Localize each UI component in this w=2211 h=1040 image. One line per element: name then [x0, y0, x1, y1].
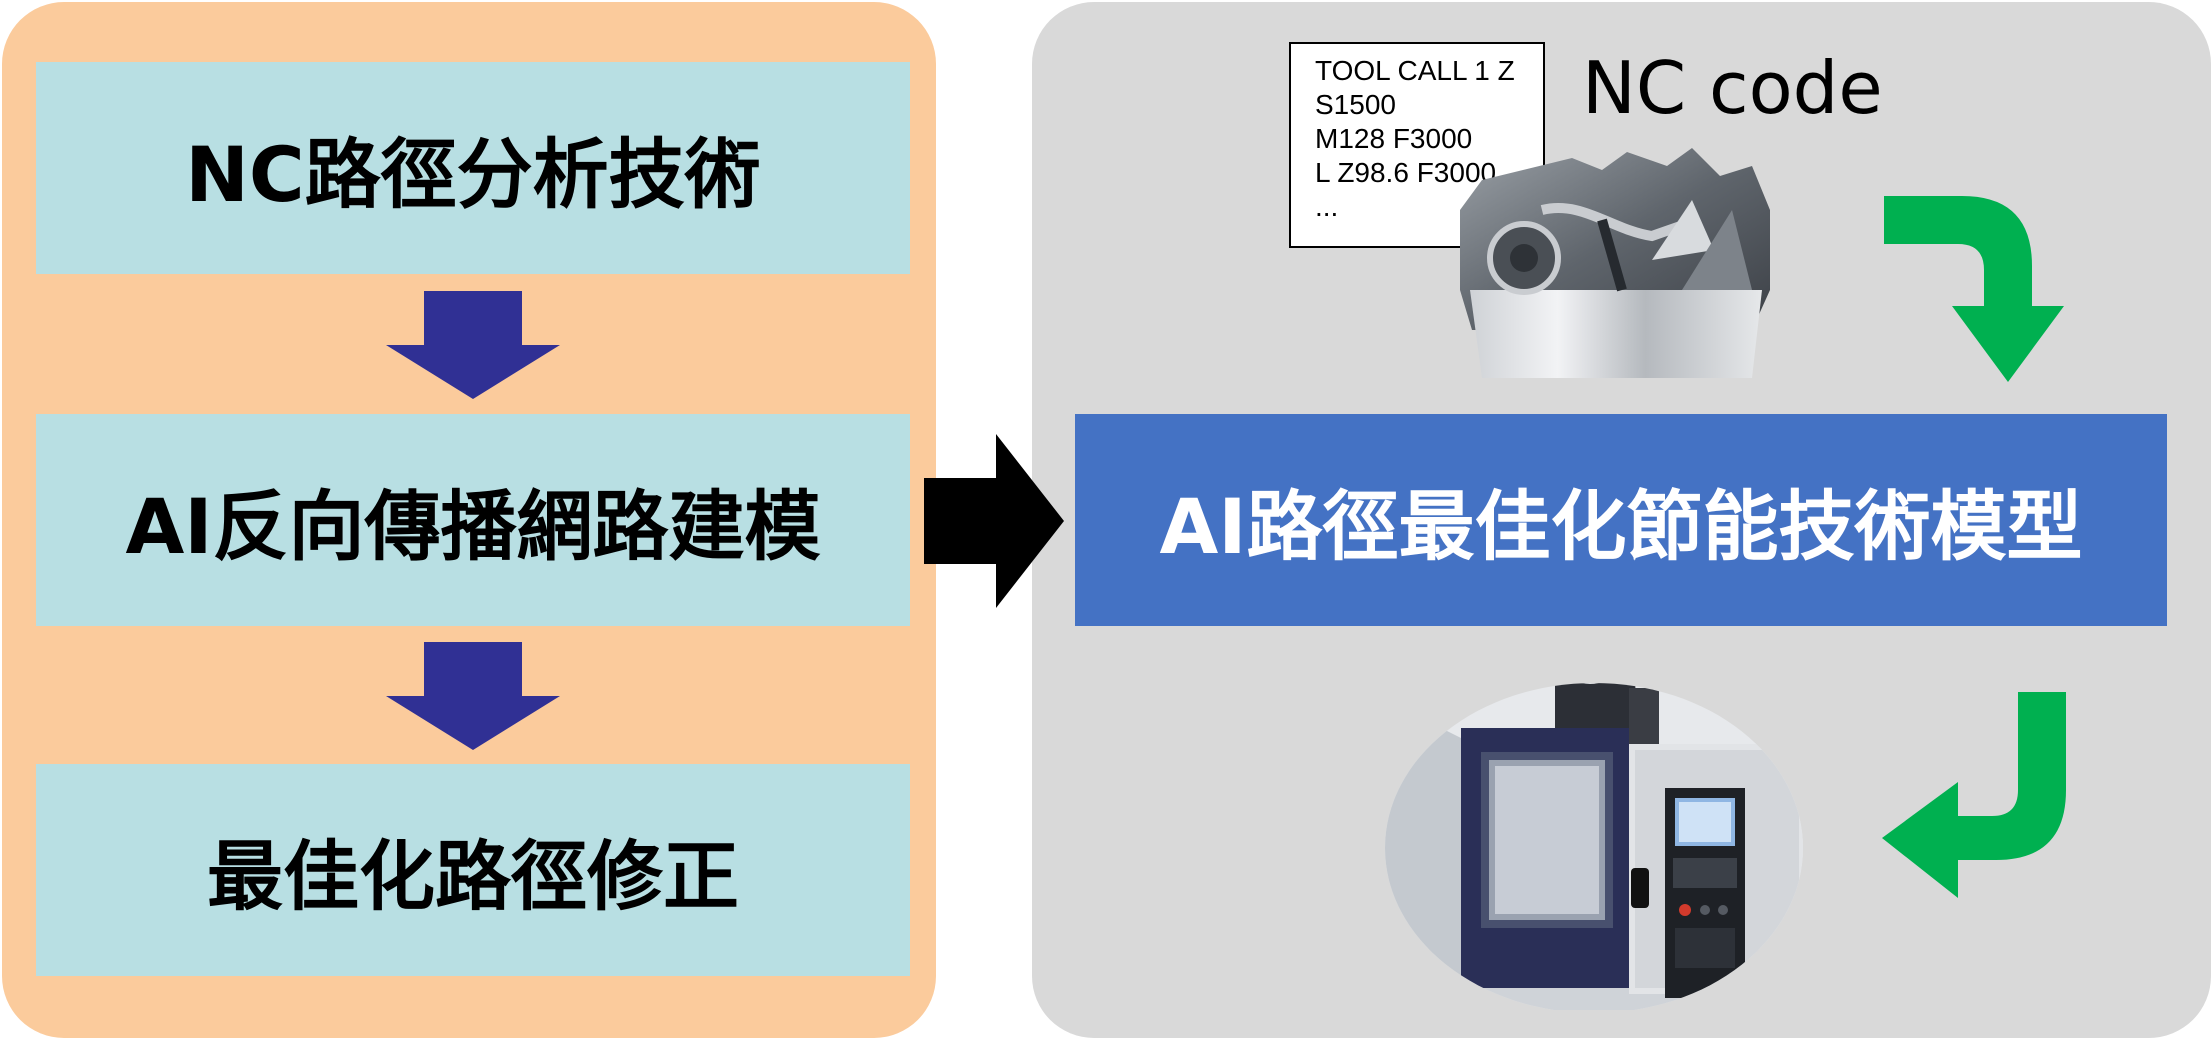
code-line: ...	[1315, 191, 1339, 222]
nc-code-snippet: TOOL CALL 1 Z S1500 M128 F3000 L Z98.6 F…	[1289, 42, 1545, 248]
ai-path-optimization-model: AI路徑最佳化節能技術模型	[1075, 414, 2167, 626]
curved-arrow-left-icon	[1882, 692, 2066, 898]
left-panel: NC路徑分析技術 AI反向傳播網路建模 最佳化路徑修正	[2, 2, 936, 1038]
down-arrow-icon	[386, 642, 560, 750]
model-label: AI路徑最佳化節能技術模型	[1159, 482, 2083, 571]
step-nc-path-analysis: NC路徑分析技術	[36, 62, 910, 274]
step-ai-backprop-modeling: AI反向傳播網路建模	[36, 414, 910, 626]
machined-part-image	[1460, 148, 1770, 378]
step-label: AI反向傳播網路建模	[125, 482, 821, 571]
curved-arrow-down-icon	[1884, 196, 2064, 382]
code-line: TOOL CALL 1 Z	[1315, 55, 1515, 86]
code-line: L Z98.6 F3000	[1315, 157, 1497, 188]
step-optimized-path-correction: 最佳化路徑修正	[36, 764, 910, 976]
down-arrow-icon	[386, 291, 560, 399]
step-label: 最佳化路徑修正	[207, 832, 739, 921]
right-arrow-icon	[924, 434, 1064, 608]
cnc-machine-image	[1385, 683, 1803, 1010]
code-line: M128 F3000	[1315, 123, 1473, 154]
code-line: S1500	[1315, 89, 1396, 120]
step-label: NC路徑分析技術	[185, 130, 761, 219]
nc-code-label: NC code	[1582, 46, 1883, 130]
